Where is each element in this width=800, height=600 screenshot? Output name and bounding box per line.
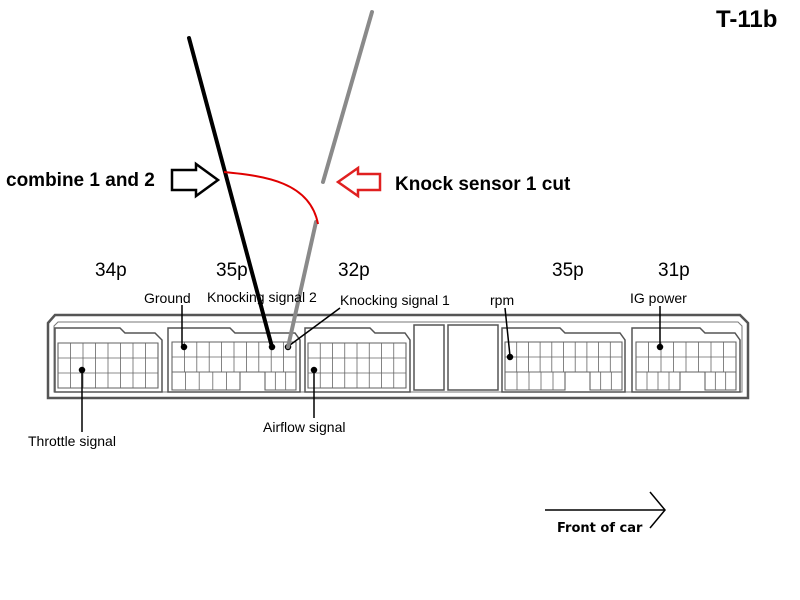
pin-count-35p-a: 35p — [216, 260, 248, 281]
blank-block-2 — [447, 324, 499, 391]
knocking-signal-1-label: Knocking signal 1 — [340, 292, 450, 308]
diagram-title: T-11b — [716, 6, 778, 33]
pin-count-34p: 34p — [95, 260, 127, 281]
throttle-signal-label: Throttle signal — [28, 433, 116, 449]
leader-lines — [78, 304, 664, 432]
ecu-housing — [46, 313, 750, 400]
airflow-signal-label: Airflow signal — [263, 419, 346, 435]
blank-block-1 — [413, 324, 445, 391]
front-of-car-label: Front of car — [557, 521, 643, 536]
rpm-label: rpm — [490, 292, 515, 308]
black-wire — [187, 36, 274, 349]
ground-label: Ground — [144, 290, 191, 306]
gray-wire-upper — [321, 10, 374, 184]
pin-count-32p: 32p — [338, 260, 370, 281]
red-splice — [223, 171, 319, 225]
front-arrow-icon — [545, 491, 666, 529]
combine-arrow-icon — [170, 161, 221, 199]
knock-arrow-icon — [335, 165, 382, 199]
pin-count-31p: 31p — [658, 260, 690, 281]
ecu-housing-inner — [53, 321, 743, 393]
knocking-signal-2-label: Knocking signal 2 — [207, 289, 317, 305]
knock-sensor-cut-label: Knock sensor 1 cut — [395, 174, 571, 195]
gray-wire-lower — [286, 220, 318, 349]
combine-label: combine 1 and 2 — [6, 170, 155, 191]
ig-power-label: IG power — [630, 290, 687, 306]
pin-count-35p-b: 35p — [552, 260, 584, 281]
